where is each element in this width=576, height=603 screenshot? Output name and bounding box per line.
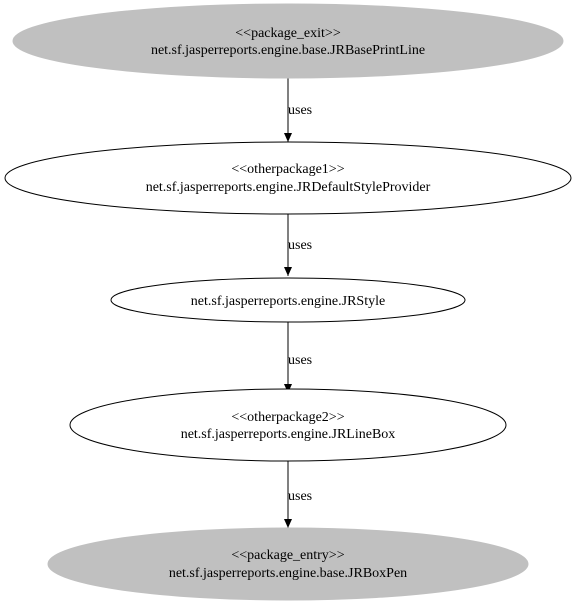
node-otherpackage2: <<otherpackage2>> net.sf.jasperreports.e… [69,388,507,462]
edge-label: uses [288,103,312,118]
node-stereotype: <<package_entry>> [231,548,344,563]
node-shape [12,3,564,79]
edge-uses-2: uses [284,214,312,276]
node-stereotype: <<otherpackage1>> [231,162,344,177]
node-name: net.sf.jasperreports.engine.JRDefaultSty… [146,180,431,195]
node-shape [110,277,466,323]
node-stereotype: <<package_exit>> [235,26,341,41]
edge-uses-4: uses [284,460,312,528]
node-name: net.sf.jasperreports.engine.JRStyle [191,294,385,309]
edge-uses-1: uses [284,78,312,142]
edge-label: uses [288,489,312,504]
node-shape [4,141,572,215]
node-otherpackage1: <<otherpackage1>> net.sf.jasperreports.e… [4,141,572,215]
edge-label: uses [288,353,312,368]
node-jrstyle: net.sf.jasperreports.engine.JRStyle [110,277,466,323]
node-package-exit: <<package_exit>> net.sf.jasperreports.en… [12,3,564,79]
node-name: net.sf.jasperreports.engine.base.JRBoxPe… [169,566,407,581]
node-name: net.sf.jasperreports.engine.base.JRBaseP… [151,43,425,58]
node-name: net.sf.jasperreports.engine.JRLineBox [181,427,396,442]
edge-uses-3: uses [284,322,312,393]
edge-label: uses [288,238,312,253]
node-stereotype: <<otherpackage2>> [231,410,344,425]
node-shape [47,527,529,601]
node-shape [69,388,507,462]
node-package-entry: <<package_entry>> net.sf.jasperreports.e… [47,527,529,601]
